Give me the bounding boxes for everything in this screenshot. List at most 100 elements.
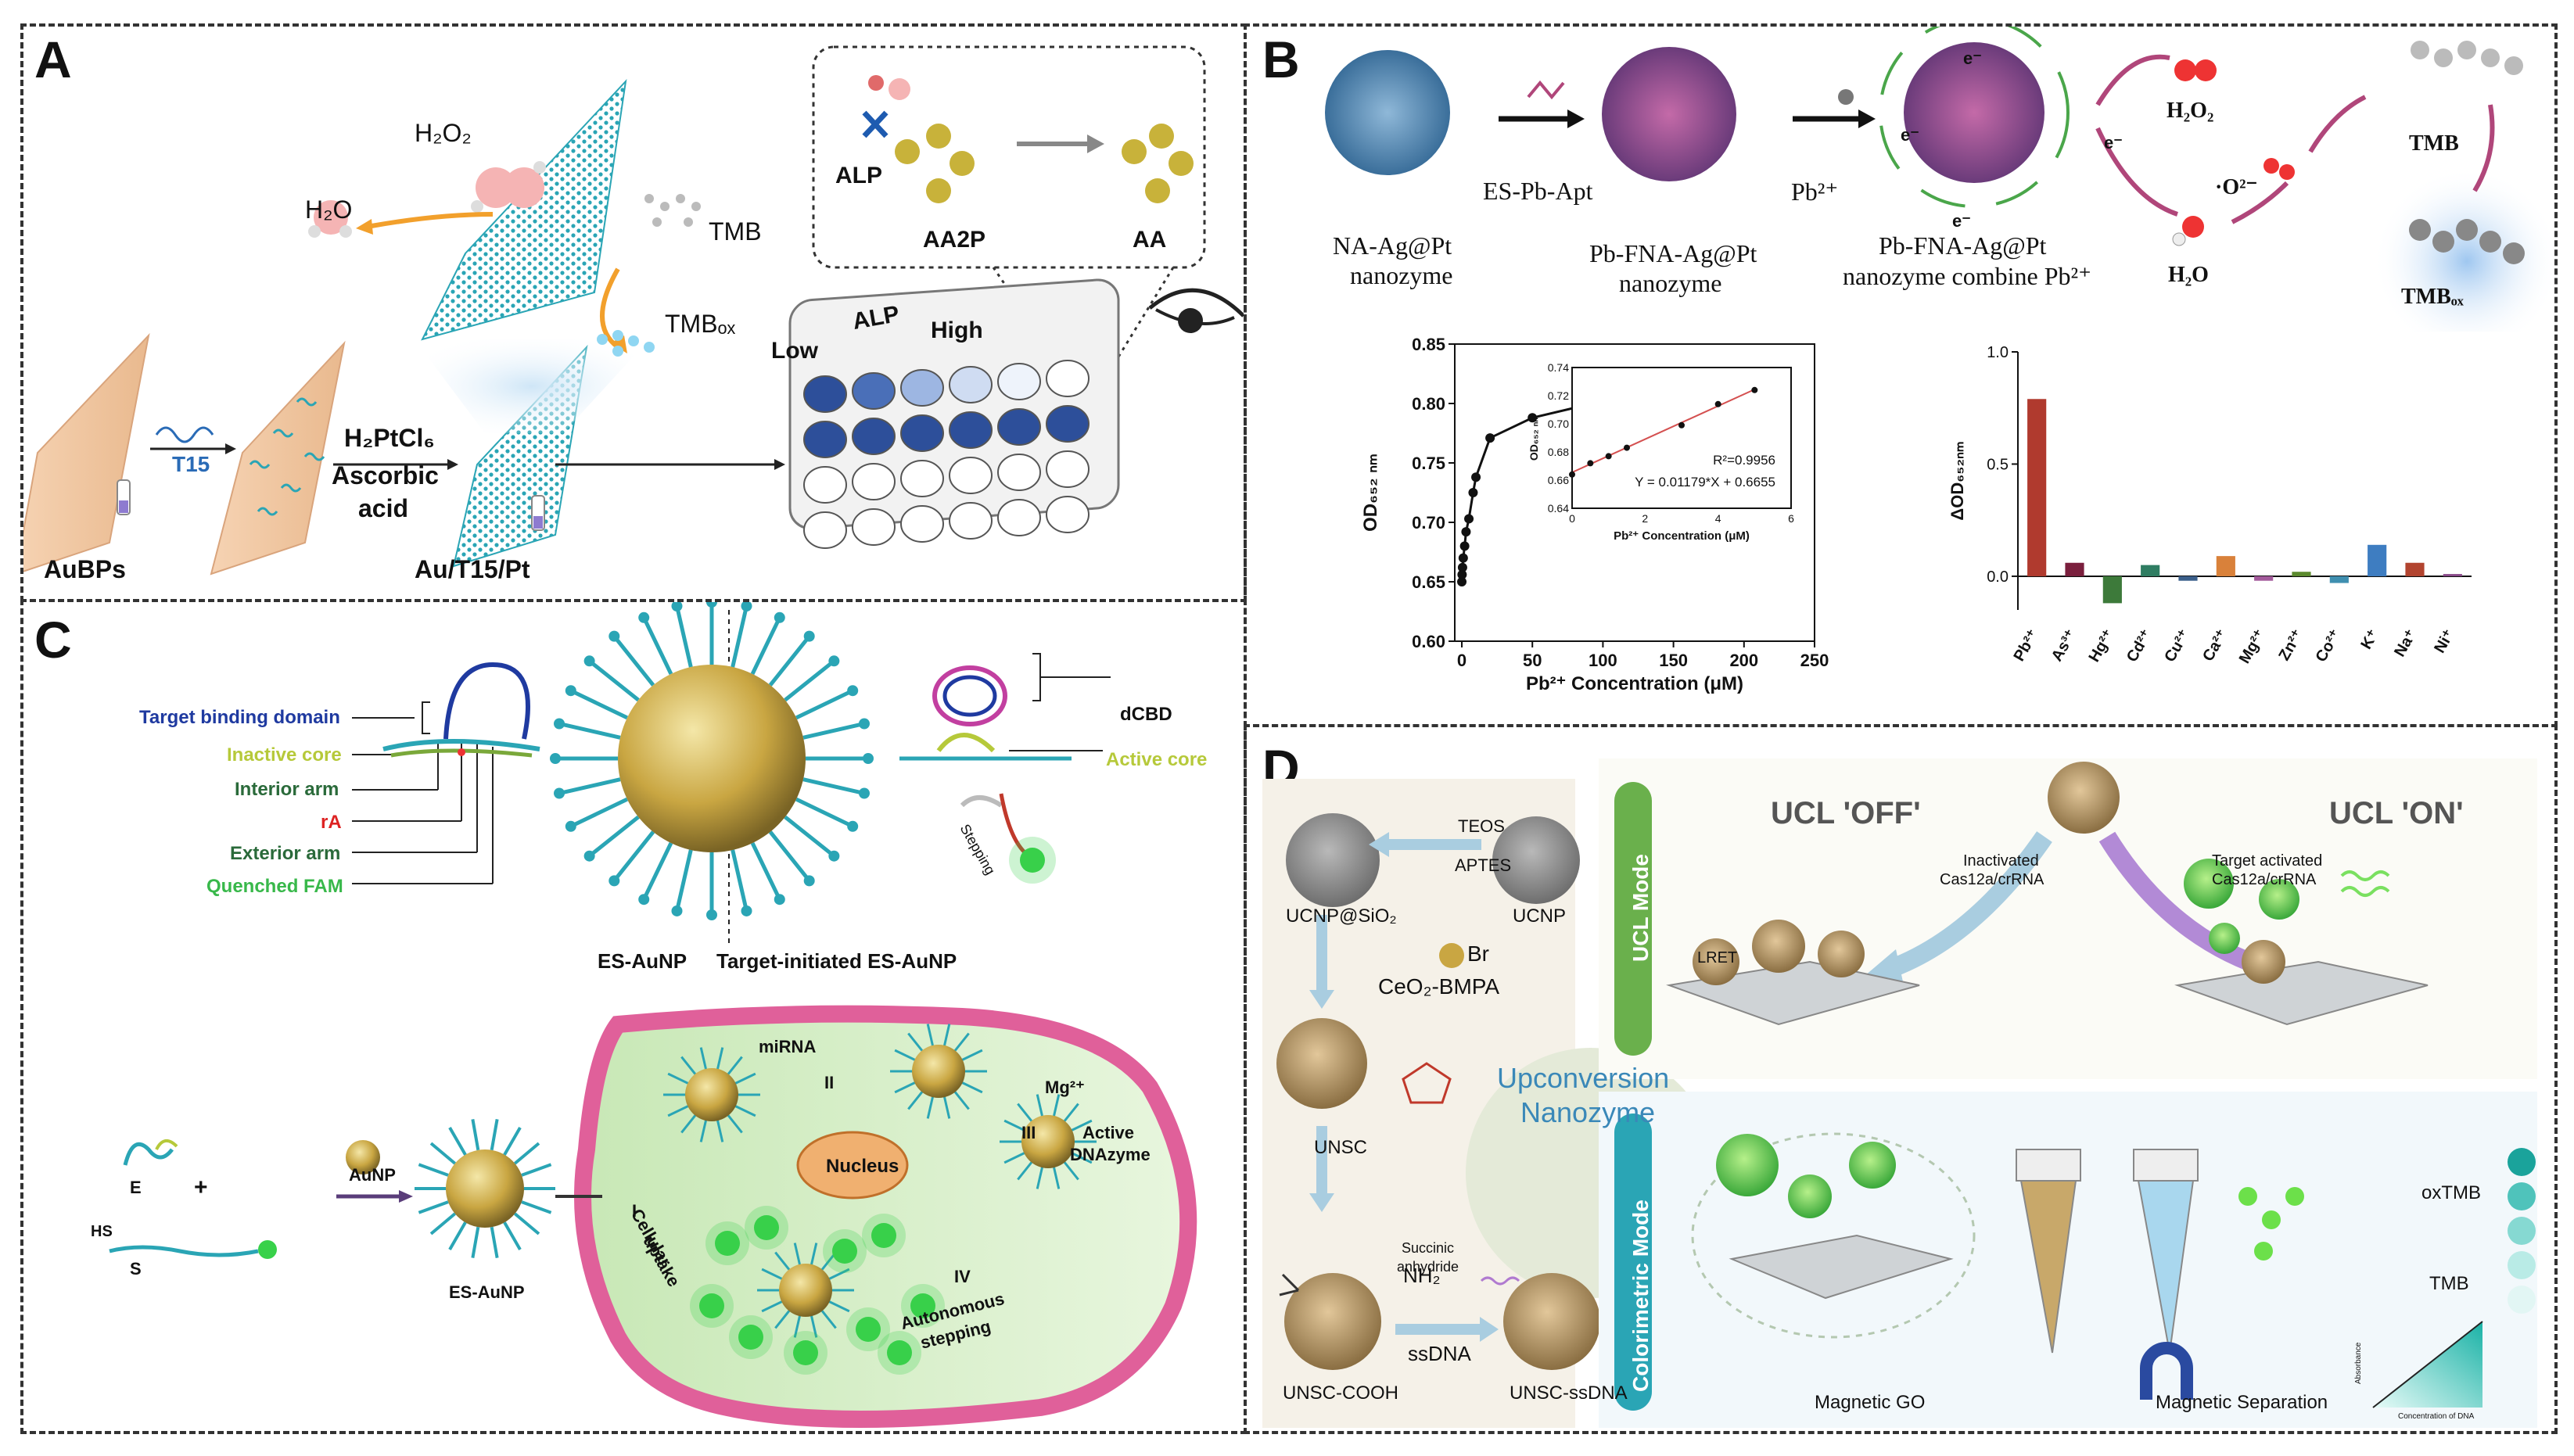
chart3-bar (2141, 565, 2160, 576)
b-h2o2: H₂O₂ (2167, 99, 2214, 123)
plate-well (949, 502, 993, 540)
d-tmb: TMB (2429, 1273, 2469, 1294)
a-h2o2-label: H₂O₂ (415, 119, 472, 147)
chart1-frame (1454, 343, 1815, 642)
dna-strand-small (418, 1200, 449, 1214)
panel-d-frame (1244, 724, 2558, 1434)
strand-end (741, 905, 752, 916)
inset-fit-line (1571, 389, 1755, 474)
plate-well (949, 366, 993, 403)
chart1-xlabel: Pb²⁺ Concentration (μM) (1526, 673, 1743, 694)
a-high-label: High (931, 317, 983, 343)
panel-b-schematic (1325, 27, 2554, 332)
strand-end (803, 630, 815, 642)
d-unsc-cooh: UNSC-COOH (1283, 1382, 1398, 1404)
a-reagent3: acid (358, 494, 409, 522)
inset-ytick-label: 0.64 (1548, 502, 1569, 515)
strand-end (671, 905, 683, 916)
strand-end (858, 787, 870, 799)
c-es-aunp2: ES-AuNP (449, 1282, 525, 1302)
fam-glow (910, 1293, 935, 1318)
dna-strand (588, 815, 640, 858)
plate-well (852, 418, 896, 455)
dna-strand (569, 797, 628, 829)
chart3-bar (2027, 399, 2047, 576)
a-t15-label: T15 (172, 452, 210, 476)
strand-end (565, 685, 576, 697)
a-aubps-label: AuBPs (44, 555, 126, 583)
plate-well (852, 463, 896, 500)
inset-ytick-label: 0.68 (1548, 446, 1569, 458)
unsc-cooh-particle (1284, 1273, 1381, 1370)
panel-a-diagram (23, 45, 1244, 576)
fam-glow (754, 1215, 779, 1240)
chart3-category-label: Mg²⁺ (2236, 627, 2269, 667)
es-aunp-small (446, 1149, 524, 1228)
c-step-i: I (632, 1201, 637, 1221)
c-active: Active (1082, 1123, 1135, 1142)
inset-point (1569, 471, 1575, 478)
strand-end (706, 909, 717, 920)
dna-strand (784, 815, 835, 858)
b-step3: Pb-FNA-Ag@Pt (1879, 231, 2047, 260)
c-dcbd: dCBD (1120, 704, 1172, 725)
d-inactivated: Inactivated (1963, 852, 2039, 870)
fam-glow-halo (901, 1284, 945, 1328)
a-product-label: Au/T15/Pt (415, 555, 530, 583)
inset-point (1587, 460, 1594, 467)
fam-glow-halo (784, 1331, 827, 1375)
dna-strand-small (490, 1119, 499, 1151)
c-step-ii: II (824, 1073, 835, 1092)
chart3-category-label: Pb²⁺ (2010, 627, 2041, 665)
cell-aunp (1021, 1115, 1075, 1168)
chart1-ytick-label: 0.70 (1412, 513, 1445, 533)
c-target-binding: Target binding domain (139, 707, 340, 728)
na-ag-pt-particle (1325, 50, 1450, 175)
b-arrow1: ES-Pb-Apt (1483, 177, 1593, 205)
d-ucnp: UCNP (1513, 906, 1567, 927)
chart3-ytick-label: 1.0 (1987, 344, 2009, 361)
plate-well (803, 511, 847, 549)
strand-end (550, 753, 561, 764)
unsc-particle (1276, 1018, 1367, 1109)
strand-end (858, 718, 870, 730)
strand-end (847, 820, 859, 832)
dna-strand (612, 635, 655, 687)
c-e-label: E (130, 1178, 142, 1197)
d-ucl-on: UCL 'ON' (2329, 796, 2464, 830)
inset-ytick-label: 0.66 (1548, 474, 1569, 486)
chart3-category-label: As³⁺ (2048, 627, 2080, 665)
c-hs-label: HS (91, 1223, 113, 1240)
chart3-bar (2178, 576, 2198, 581)
strand-end (863, 753, 874, 764)
c-nucleus: Nucleus (826, 1156, 899, 1177)
dna-strand (731, 605, 749, 668)
b-step2b: nanozyme (1619, 269, 1722, 297)
fam-glow-halo (690, 1284, 734, 1328)
chart1-point (1485, 433, 1495, 443)
a-reagent1: H₂PtCl₆ (344, 424, 435, 452)
b-h2o: H₂O (2168, 263, 2209, 287)
a-aa-label: AA (1133, 227, 1167, 253)
strand-end (608, 875, 620, 887)
fam-glow (887, 1340, 912, 1365)
plate-well (852, 372, 896, 410)
dna-strand (802, 777, 865, 795)
chart3-bar (2292, 572, 2311, 576)
c-dnazyme: DNAzyme (1070, 1145, 1151, 1164)
chart3-bar (2368, 544, 2387, 576)
chart3-category-label: Hg²⁺ (2086, 627, 2118, 665)
nucleus-shape (796, 1131, 909, 1200)
strand-end (638, 611, 650, 623)
fam-glow-halo (878, 1331, 921, 1375)
pb-fna-complex-particle (1904, 42, 2044, 183)
plate-well (900, 414, 944, 452)
chart3-bar (2443, 574, 2462, 576)
color-dot (2508, 1217, 2536, 1245)
chart3-bar (2254, 576, 2274, 581)
b-electron-1: e⁻ (1963, 48, 1982, 68)
b-bar-chart: 0.00.51.0ΔOD₆₅₂ₙₘPb²⁺As³⁺Hg²⁺Cd²⁺Cu²⁺Ca²… (1948, 344, 2472, 667)
c-ra: rA (321, 812, 342, 833)
b-arrow2: Pb²⁺ (1791, 178, 1839, 206)
pb-fna-particle (1602, 47, 1736, 181)
